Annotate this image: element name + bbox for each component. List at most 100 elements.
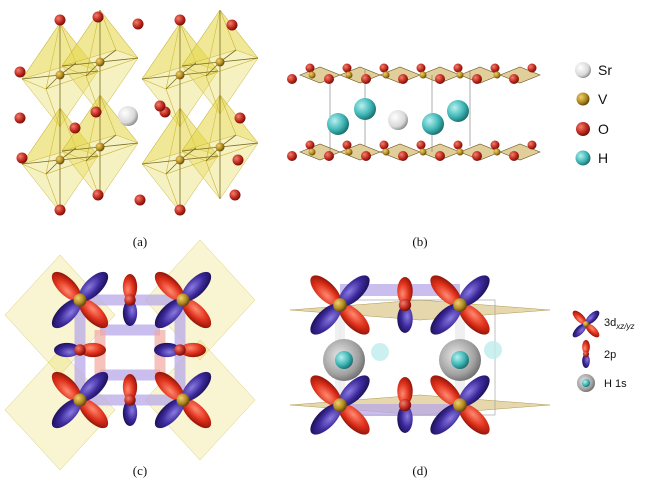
caption-d: (d) [412,463,427,478]
o-atom [124,294,136,306]
p-orbital-lobe-red [582,340,590,354]
legend-label-sr: Sr [598,62,612,78]
panel-d-orbitals [289,275,551,435]
o-atom [435,74,445,84]
panel-b-atoms [287,63,537,161]
o-atom [154,100,166,112]
p-orbital-lobe-red [397,377,413,405]
v-o-bond [21,159,61,165]
o-atom [509,151,519,161]
v-atom [493,71,501,79]
o-atom [54,204,66,216]
o-atom [14,112,26,124]
d-orbital-lobe-red [458,303,490,335]
v-o-bonds [21,10,259,212]
legend-item-3d: 3dxz/yz [572,310,634,338]
d-orbital-lobe-blue [181,271,212,302]
d-orbital-lobe-blue [154,398,185,429]
atom-legend: Sr V O H [575,62,612,166]
p-orbital-lobe-blue [122,300,138,326]
o-atom [509,74,519,84]
v-atom [456,148,464,156]
o-atom [398,74,408,84]
v-o-bond [219,57,259,63]
v-atom [175,155,185,165]
o-atom [232,154,244,166]
panel-a-structure [14,9,259,216]
d-orbital-lobe-red [181,298,212,329]
v-atom [345,148,353,156]
h-atom [422,113,444,135]
d-orbital-icon [572,310,600,338]
v-o-bond [181,61,221,67]
d-orbital-lobe-red [458,403,490,435]
o-atom [342,140,352,150]
legend-label-o: O [598,121,609,137]
d-orbital-lobe-red [154,371,185,402]
sr-atom-icon [575,62,591,78]
v-atom [176,393,190,407]
h-atom [327,113,349,135]
d-orbital-lobe-red [585,323,600,338]
p-orbital-lobe-blue [54,342,80,358]
p-orbital-lobe-blue [122,400,138,426]
o-atom [527,140,537,150]
v-atom [176,293,190,307]
o-atom [54,14,66,26]
d-orbital-lobe-blue [78,371,109,402]
octahedron-face [61,94,117,152]
o-atom [453,140,463,150]
panel-c-orbitals [4,239,256,471]
v-o-bond [61,146,101,152]
v-o-bond [141,159,181,165]
v-atom [345,71,353,79]
octahedron-face [181,9,237,67]
v-atom [333,298,347,312]
v-o-bond [181,146,221,152]
o-atom [226,19,238,31]
o-atom [324,74,334,84]
o-atom [416,63,426,73]
v-o-bond [99,57,139,63]
o-atom [398,398,412,412]
d-orbital-lobe-blue [51,398,82,429]
v-atom [73,293,87,307]
p-orbital-lobe-blue [397,305,413,333]
o-atom [398,151,408,161]
o-atom [582,350,590,358]
v-o-bond [179,155,219,161]
legend-label-2p: 2p [604,349,616,361]
orbital-lobes-d [310,275,502,435]
o-atom [490,63,500,73]
d-orbital-lobe-blue [585,310,600,325]
d-orbital-lobe-blue [458,375,490,407]
d-orbital-lobe-red [310,275,342,307]
o-atom [453,63,463,73]
p-orbital-lobe-blue [397,405,413,433]
d-orbital-lobe-red [78,298,109,329]
o-atom [527,63,537,73]
caption-b: (b) [412,234,427,249]
h-atom-faded [484,341,502,359]
legend-item-h: H [575,150,608,166]
d-orbital-lobe-red [154,271,185,302]
legend-item-v: V [576,91,608,107]
d-orbital-lobe-red [181,398,212,429]
panel-b-structure [287,63,541,161]
o-atom [90,106,102,118]
v-atom [95,142,105,152]
p-orbital-icon [582,340,590,368]
legend-item-2p: 2p [582,340,616,368]
p-orbital-lobe-blue [582,354,590,368]
d-orbital-lobe-blue [572,323,587,338]
d-orbital-lobe-red [430,275,462,307]
d-orbital-lobe-red [51,271,82,302]
o-atom [174,204,186,216]
v-atom [419,71,427,79]
o-atom [69,122,81,134]
octahedron-face [181,94,237,152]
d-orbital-lobe-blue [338,375,370,407]
caption-c: (c) [133,463,147,478]
h1s-core-icon [582,379,590,387]
caption-a: (a) [133,234,147,249]
